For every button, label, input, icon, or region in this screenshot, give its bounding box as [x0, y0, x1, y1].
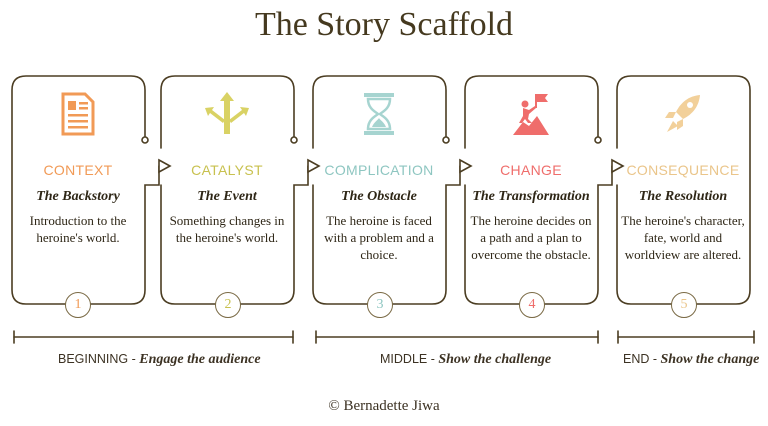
stage-subtitle: The Resolution — [638, 189, 728, 204]
crossroads-arrows-icon — [163, 92, 291, 136]
frame-arrow-3 — [459, 158, 473, 174]
stage-subtitle: The Transformation — [472, 189, 590, 204]
frame-arrow-1 — [158, 158, 172, 174]
frame-arrow-4 — [611, 158, 625, 174]
stage-subtitle: The Obstacle — [341, 189, 417, 204]
phase-bracket-beginning — [13, 330, 294, 344]
stage-number-badge: 1 — [65, 292, 91, 318]
frame-arrow-2 — [307, 158, 321, 174]
phase-bracket-middle — [315, 330, 599, 344]
diagram-title: The Story Scaffold — [254, 6, 514, 43]
stage-catalyst: CATALYST The Event Something changes in … — [163, 76, 291, 246]
rocket-icon — [619, 92, 747, 136]
stage-number-badge: 4 — [519, 292, 545, 318]
frame-outline-2 — [160, 75, 295, 149]
stage-label: CHANGE — [500, 162, 562, 178]
document-icon — [14, 92, 142, 136]
stage-label: CONTEXT — [43, 162, 113, 178]
stage-complication: COMPLICATION The Obstacle The heroine is… — [315, 76, 443, 263]
frame-outline-3 — [312, 75, 447, 149]
phase-middle: MIDDLE - Show the challenge — [380, 352, 552, 367]
copyright-credit: © Bernadette Jiwa — [328, 398, 440, 414]
stage-consequence: CONSEQUENCE The Resolution The heroine's… — [619, 76, 747, 263]
frame-outline-5 — [616, 75, 751, 305]
frame-outline-4 — [464, 75, 599, 149]
phase-bracket-end — [617, 330, 755, 344]
stage-number-badge: 2 — [215, 292, 241, 318]
stage-label: COMPLICATION — [324, 162, 434, 178]
phase-tagline: Show the challenge — [438, 352, 552, 367]
phase-label: MIDDLE — [380, 352, 428, 366]
stage-number-badge: 5 — [671, 292, 697, 318]
stage-label: CATALYST — [191, 162, 263, 178]
stage-description: Something changes in the heroine's world… — [169, 213, 285, 245]
stage-number-badge: 3 — [367, 292, 393, 318]
phase-end: END - Show the change — [623, 352, 760, 367]
stage-description: The heroine's character, fate, world and… — [621, 213, 745, 262]
stage-description: Introduction to the heroine's world. — [29, 213, 127, 245]
phase-beginning: BEGINNING - Engage the audience — [58, 352, 261, 367]
stage-change: CHANGE The Transformation The heroine de… — [467, 76, 595, 263]
stage-subtitle: The Backstory — [36, 189, 120, 204]
phase-label: END — [623, 352, 650, 366]
frame-outline-1 — [11, 75, 160, 305]
stage-label: CONSEQUENCE — [626, 162, 740, 178]
stage-context: CONTEXT The Backstory Introduction to th… — [14, 76, 142, 246]
phase-tagline: Engage the audience — [139, 352, 261, 367]
hourglass-icon — [315, 92, 443, 136]
phase-label: BEGINNING — [58, 352, 129, 366]
stage-description: The heroine decides on a path and a plan… — [470, 213, 592, 262]
summit-flag-icon — [467, 92, 595, 136]
stage-subtitle: The Event — [197, 189, 257, 204]
stage-description: The heroine is faced with a problem and … — [324, 213, 434, 262]
phase-tagline: Show the change — [660, 352, 760, 367]
